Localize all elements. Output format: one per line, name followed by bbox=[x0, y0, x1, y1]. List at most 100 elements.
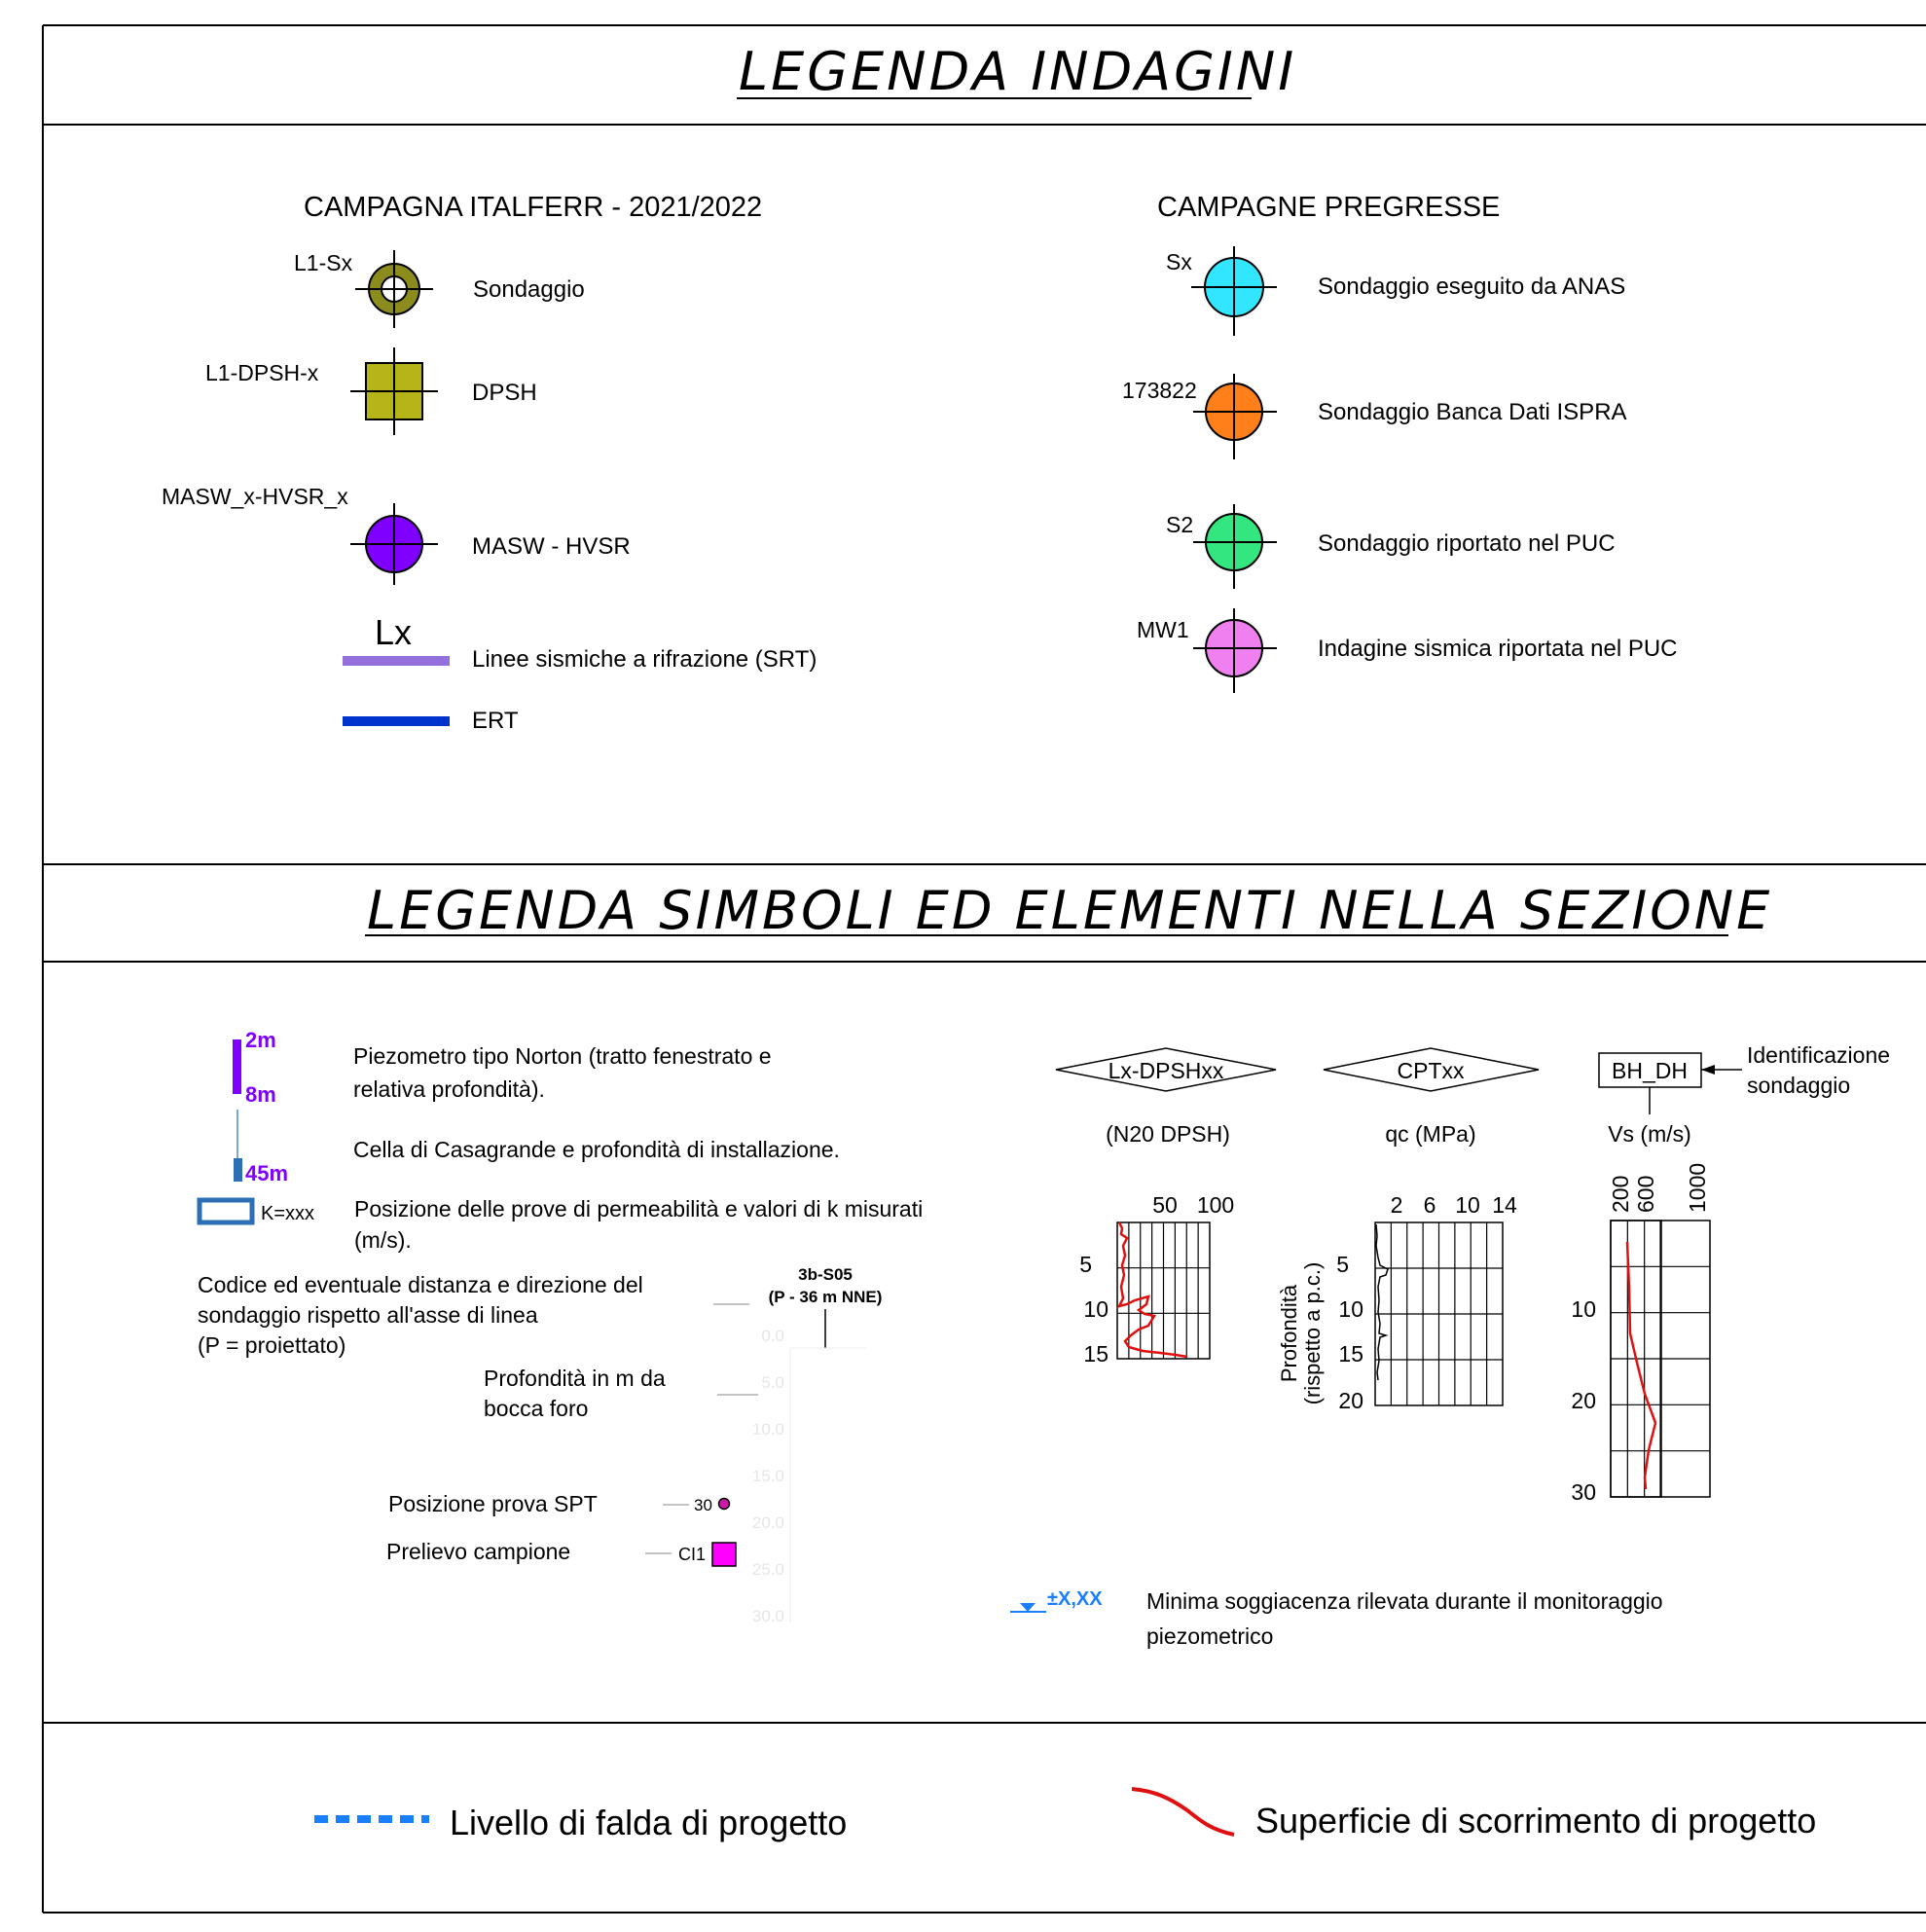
piezo-bottom-depth: 8m bbox=[245, 1082, 276, 1107]
depth-log-column bbox=[789, 1347, 866, 1623]
cpt-xtick-14: 14 bbox=[1492, 1192, 1517, 1218]
depth-text-1: Profondità in m da bbox=[484, 1366, 666, 1391]
vs-ytick-10: 10 bbox=[1571, 1296, 1596, 1322]
piezo-top-depth: 2m bbox=[245, 1028, 276, 1052]
pregresse-ispra-symbol bbox=[1193, 374, 1277, 459]
cpt-ytick-10: 10 bbox=[1338, 1296, 1363, 1322]
falda-text-2: piezometrico bbox=[1146, 1623, 1273, 1649]
vs-grid bbox=[1610, 1220, 1711, 1498]
sample-text: Prelievo campione bbox=[386, 1539, 570, 1564]
casagrande-depth: 45m bbox=[245, 1161, 288, 1185]
water-table-icon bbox=[1010, 1603, 1046, 1613]
code-example: 3b-S05 bbox=[798, 1265, 853, 1284]
falda-progetto-label: Livello di falda di progetto bbox=[450, 1803, 847, 1842]
vs-xtick-600: 600 bbox=[1633, 1176, 1658, 1213]
permeability-test-icon bbox=[197, 1197, 255, 1225]
scorrimento-line-icon bbox=[1131, 1787, 1235, 1837]
arrow-left-icon bbox=[1701, 1065, 1715, 1075]
depth-tick-label: 10.0 bbox=[752, 1420, 784, 1439]
casagrande-text: Cella di Casagrande e profondità di inst… bbox=[353, 1137, 840, 1162]
dpsh-ytick-5: 5 bbox=[1079, 1252, 1092, 1277]
scorrimento-label: Superficie di scorrimento di progetto bbox=[1255, 1801, 1816, 1841]
italferr-sondaggio-code: L1-Sx bbox=[294, 250, 353, 275]
italferr-masw-code: MASW_x-HVSR_x bbox=[162, 484, 348, 509]
pregresse-puc-symbol bbox=[1193, 504, 1277, 589]
dpsh-profile-line bbox=[1116, 1221, 1188, 1359]
pregresse-anas-symbol bbox=[1191, 246, 1277, 336]
vs-id: BH_DH bbox=[1612, 1058, 1688, 1083]
srt-label: Linee sismiche a rifrazione (SRT) bbox=[472, 646, 817, 673]
cpt-grid bbox=[1374, 1221, 1504, 1406]
dpsh-unit: (N20 DPSH) bbox=[1106, 1121, 1230, 1147]
italferr-dpsh-code: L1-DPSH-x bbox=[205, 360, 319, 385]
cpt-ytick-20: 20 bbox=[1338, 1388, 1363, 1413]
italferr-sondaggio-label: Sondaggio bbox=[473, 276, 585, 303]
dpsh-grid bbox=[1116, 1221, 1211, 1360]
falda-text-1: Minima soggiacenza rilevata durante il m… bbox=[1146, 1588, 1663, 1614]
perm-text-2: (m/s). bbox=[354, 1227, 412, 1253]
indagini-title: LEGENDA INDAGINI bbox=[739, 41, 1296, 102]
depth-ticks: 0.0 5.0 10.0 15.0 20.0 25.0 30.0 bbox=[752, 1327, 784, 1625]
depth-tick-label: 25.0 bbox=[752, 1560, 784, 1579]
ispra-code: 173822 bbox=[1122, 378, 1197, 403]
vs-ytick-20: 20 bbox=[1571, 1388, 1596, 1413]
italferr-heading: CAMPAGNA ITALFERR - 2021/2022 bbox=[304, 192, 762, 223]
cpt-id: CPTxx bbox=[1398, 1058, 1466, 1083]
cpt-unit: qc (MPa) bbox=[1385, 1121, 1475, 1147]
code-text-3: (P = proiettato) bbox=[198, 1332, 345, 1358]
depth-tick-label: 5.0 bbox=[761, 1373, 784, 1392]
vs-profile-line bbox=[1625, 1241, 1657, 1490]
italferr-dpsh-symbol bbox=[350, 347, 438, 435]
vs-xtick-1000: 1000 bbox=[1685, 1163, 1710, 1213]
cpt-axis-label-2: (rispetto a p.c.) bbox=[1300, 1262, 1325, 1405]
cpt-ytick-5: 5 bbox=[1336, 1252, 1349, 1277]
cpt-axis-label-1: Profondità bbox=[1277, 1284, 1301, 1382]
dpsh-ytick-15: 15 bbox=[1083, 1341, 1108, 1367]
frame bbox=[42, 24, 1926, 1914]
dpsh-ytick-10: 10 bbox=[1083, 1296, 1108, 1322]
puc-label: Sondaggio riportato nel PUC bbox=[1318, 530, 1616, 557]
ert-label: ERT bbox=[472, 708, 519, 734]
pregresse-mw-symbol bbox=[1193, 608, 1277, 693]
mw-label: Indagine sismica riportata nel PUC bbox=[1318, 636, 1678, 662]
code-text-2: sondaggio rispetto all'asse di linea bbox=[198, 1302, 538, 1328]
depth-text-2: bocca foro bbox=[484, 1396, 588, 1421]
piezometer-screen-icon bbox=[233, 1039, 241, 1094]
vs-xtick-200: 200 bbox=[1608, 1176, 1633, 1213]
italferr-dpsh-label: DPSH bbox=[472, 380, 537, 406]
cpt-xtick-6: 6 bbox=[1424, 1192, 1436, 1218]
piezo-text-1: Piezometro tipo Norton (tratto fenestrat… bbox=[353, 1043, 772, 1069]
cpt-ytick-15: 15 bbox=[1338, 1341, 1363, 1367]
vs-note-1: Identificazione bbox=[1747, 1042, 1890, 1068]
srt-code: Lx bbox=[375, 612, 412, 652]
anas-label: Sondaggio eseguito da ANAS bbox=[1318, 273, 1625, 300]
depth-tick-label: 30.0 bbox=[752, 1607, 784, 1625]
italferr-masw-label: MASW - HVSR bbox=[472, 533, 631, 560]
spt-text: Posizione prova SPT bbox=[388, 1491, 598, 1516]
cpt-xtick-2: 2 bbox=[1391, 1192, 1403, 1218]
vs-note-2: sondaggio bbox=[1747, 1073, 1850, 1098]
falda-value: ±X,XX bbox=[1047, 1588, 1103, 1610]
piezo-text-2: relativa profondità). bbox=[353, 1076, 545, 1102]
puc-code: S2 bbox=[1166, 512, 1193, 537]
ispra-label: Sondaggio Banca Dati ISPRA bbox=[1318, 399, 1627, 425]
italferr-masw-symbol bbox=[350, 503, 438, 585]
depth-tick-label: 0.0 bbox=[761, 1327, 784, 1345]
cpt-id-diamond bbox=[1323, 1047, 1540, 1092]
mw-code: MW1 bbox=[1137, 617, 1189, 642]
perm-label: K=xxx bbox=[261, 1203, 314, 1224]
dpsh-xtick-100: 100 bbox=[1197, 1192, 1234, 1218]
spt-point-icon bbox=[717, 1497, 731, 1511]
sample-code: CI1 bbox=[678, 1545, 706, 1564]
dpsh-id: Lx-DPSHxx bbox=[1108, 1058, 1224, 1083]
cpt-profile-line bbox=[1375, 1223, 1389, 1381]
cpt-xtick-10: 10 bbox=[1455, 1192, 1480, 1218]
code-text-1: Codice ed eventuale distanza e direzione… bbox=[198, 1272, 643, 1297]
simboli-title: LEGENDA SIMBOLI ED ELEMENTI NELLA SEZION… bbox=[367, 880, 1772, 941]
dpsh-xtick-50: 50 bbox=[1152, 1192, 1178, 1218]
sample-square-icon bbox=[711, 1542, 737, 1567]
depth-tick-label: 15.0 bbox=[752, 1467, 784, 1485]
italferr-sondaggio-symbol bbox=[355, 250, 433, 328]
depth-tick-label: 20.0 bbox=[752, 1513, 784, 1532]
